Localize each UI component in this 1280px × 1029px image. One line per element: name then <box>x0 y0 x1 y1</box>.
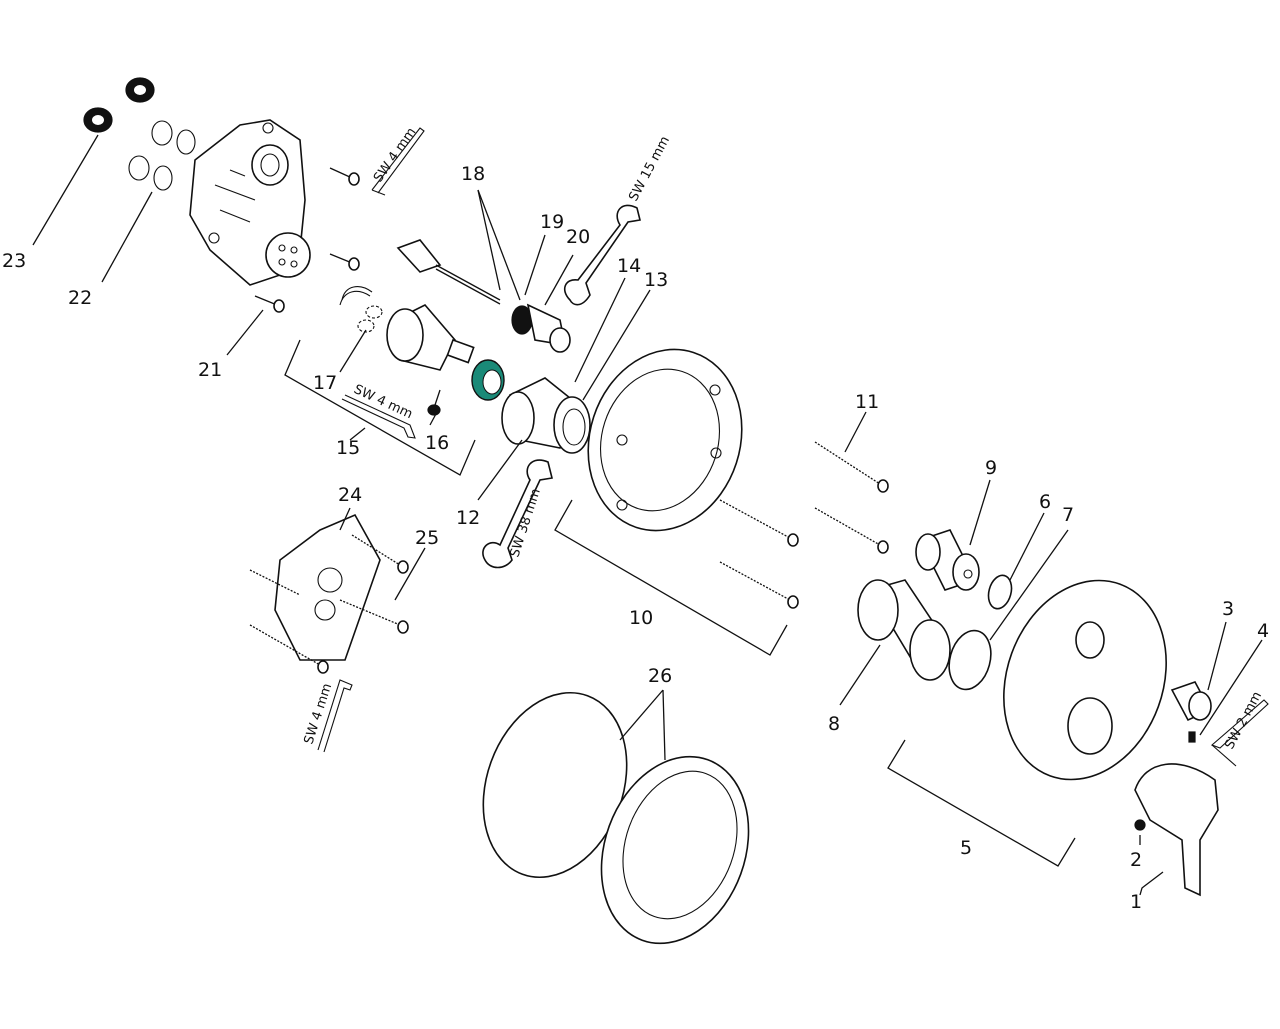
part-label-8: 8 <box>828 713 840 735</box>
long-screws <box>719 441 889 609</box>
part-label-16: 16 <box>425 432 449 454</box>
part-label-14: 14 <box>617 255 641 277</box>
part-15-cartridge <box>386 304 475 371</box>
hex-key-4mm-top: SW 4 mm <box>371 125 425 196</box>
part-label-18: 18 <box>461 163 485 185</box>
part-label-13: 13 <box>644 269 668 291</box>
part-label-24: 24 <box>338 484 362 506</box>
tool-label-sw15: SW 15 mm <box>626 134 673 204</box>
part-label-12: 12 <box>456 507 480 529</box>
part-label-21: 21 <box>198 359 222 381</box>
screw-a <box>329 167 360 186</box>
tool-label-sw2: SW 2 mm <box>1222 689 1265 752</box>
hex-key-4mm-middle: SW 4 mm <box>341 382 416 439</box>
part-23-inlet-nipples <box>83 77 155 133</box>
part-label-22: 22 <box>68 287 92 309</box>
part-3-cap <box>1170 681 1212 722</box>
part-17-clip <box>339 286 383 333</box>
part-label-9: 9 <box>985 457 997 479</box>
part-13-sleeve <box>501 377 591 454</box>
part-19-20-diverter <box>511 303 571 353</box>
part-label-25: 25 <box>415 527 439 549</box>
part-2-screw <box>1134 819 1146 831</box>
part-5-cover-plate <box>1003 579 1167 781</box>
part-label-17: 17 <box>313 372 337 394</box>
valve-body <box>189 119 311 286</box>
part-7-o-ring <box>948 629 992 691</box>
wrench-38mm: SW 38 mm <box>482 459 553 569</box>
part-label-6: 6 <box>1039 491 1051 513</box>
part-26-trim-ring <box>600 755 750 945</box>
part-label-1: 1 <box>1130 891 1142 913</box>
tool-label-sw4-bottom: SW 4 mm <box>302 682 336 747</box>
part-8-sleeve <box>857 579 951 681</box>
part-18-spindle <box>396 239 501 305</box>
part-4-set-screw <box>1188 731 1196 743</box>
part-22-o-rings <box>128 120 196 191</box>
part-label-5: 5 <box>960 837 972 859</box>
part-24-25-rough-in-plate <box>249 513 409 674</box>
screw-b <box>329 253 360 271</box>
part-21-screw <box>254 295 285 313</box>
part-label-15: 15 <box>336 437 360 459</box>
part-14-green-ring <box>471 359 505 401</box>
part-label-4: 4 <box>1257 620 1269 642</box>
tool-label-sw4-top: SW 4 mm <box>371 125 419 185</box>
part-9-extension-sleeve <box>915 529 980 591</box>
part-16-screw <box>427 389 441 416</box>
part-label-11: 11 <box>855 391 879 413</box>
hex-key-2mm: SW 2 mm <box>1210 689 1269 767</box>
part-number-labels: 1 2 3 4 5 6 7 8 9 10 11 12 13 14 15 16 1… <box>2 163 1269 913</box>
part-label-3: 3 <box>1222 598 1234 620</box>
leader-lines <box>32 134 1263 896</box>
part-label-2: 2 <box>1130 849 1142 871</box>
part-label-26: 26 <box>648 665 672 687</box>
part-1-lever-handle <box>1134 763 1219 897</box>
part-label-19: 19 <box>540 211 564 233</box>
part-6-o-ring <box>987 574 1013 610</box>
hex-key-4mm-bottom: SW 4 mm <box>302 679 353 753</box>
part-label-20: 20 <box>566 226 590 248</box>
part-label-10: 10 <box>629 607 653 629</box>
part-10-mounting-ring <box>587 348 743 532</box>
part-label-7: 7 <box>1062 504 1074 526</box>
part-label-23: 23 <box>2 250 26 272</box>
